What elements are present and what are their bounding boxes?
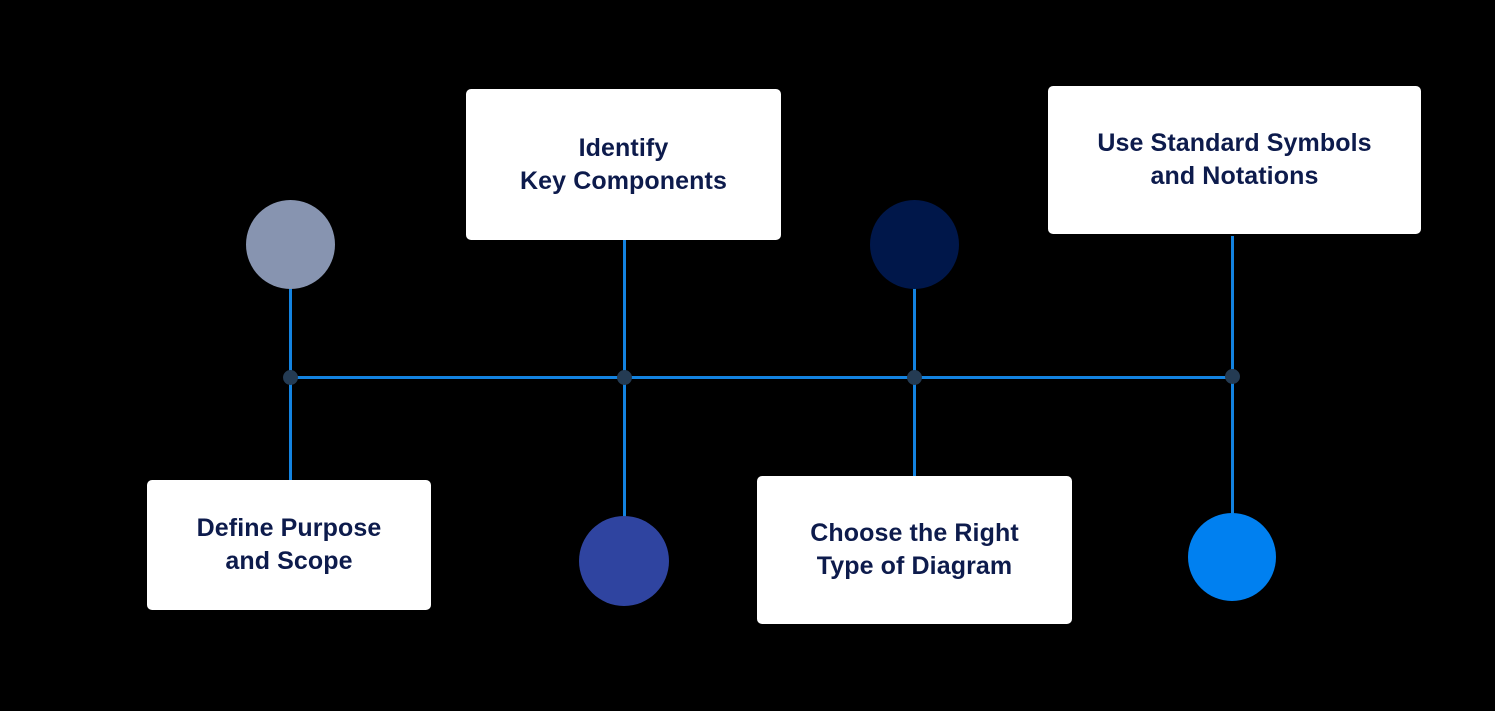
step-card-3[interactable]: Choose the Right Type of Diagram	[757, 476, 1072, 624]
step-card-2-label: Identify Key Components	[520, 133, 727, 195]
timeline-node-step-4[interactable]	[1225, 369, 1240, 384]
timeline-node-step-1[interactable]	[283, 370, 298, 385]
milestone-circle-step-1	[246, 200, 335, 289]
timeline-axis	[290, 376, 1232, 379]
step-card-1[interactable]: Define Purpose and Scope	[147, 480, 431, 610]
step-card-3-label: Choose the Right Type of Diagram	[810, 519, 1019, 580]
milestone-circle-step-3	[870, 200, 959, 289]
milestone-circle-step-2	[579, 516, 669, 606]
timeline-node-step-3[interactable]	[907, 370, 922, 385]
step-card-1-label: Define Purpose and Scope	[196, 514, 382, 575]
step-card-4[interactable]: Use Standard Symbols and Notations	[1048, 86, 1421, 234]
step-card-4-label: Use Standard Symbols and Notations	[1097, 129, 1372, 190]
timeline-node-step-2[interactable]	[617, 370, 632, 385]
milestone-circle-step-4	[1188, 513, 1276, 601]
step-card-2[interactable]: Identify Key Components	[466, 89, 781, 240]
